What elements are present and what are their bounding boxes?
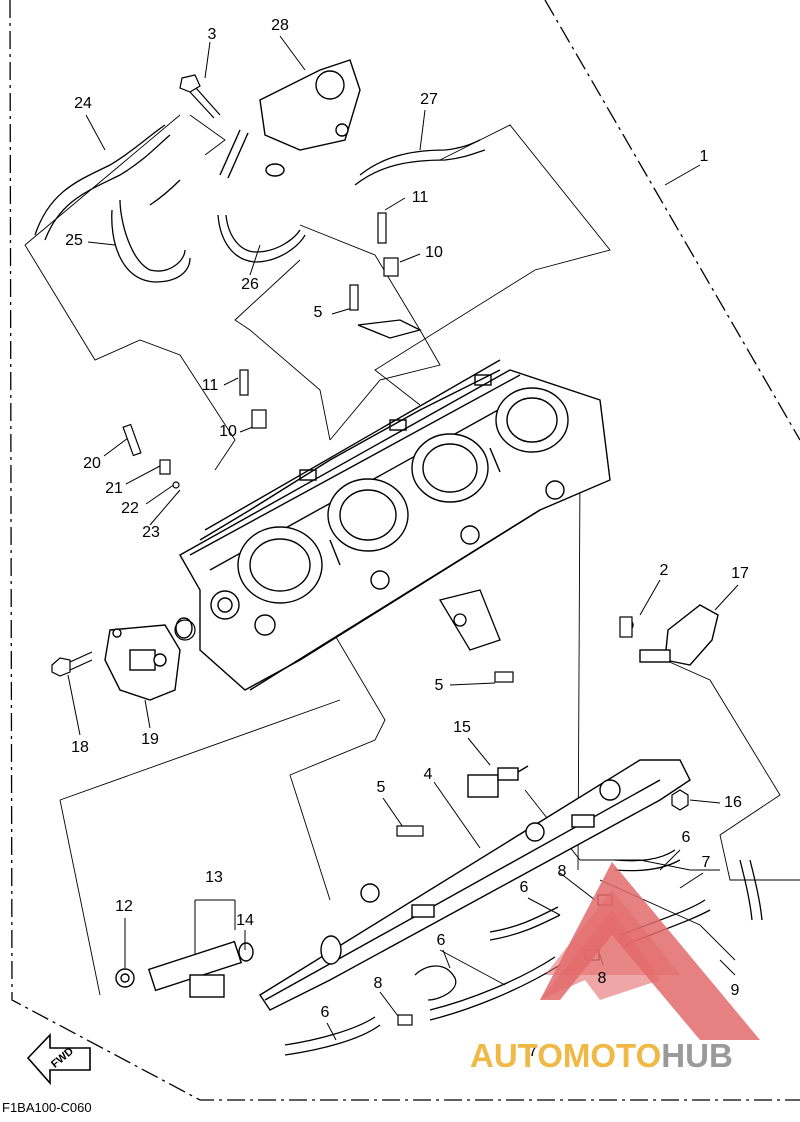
assembly-border — [9, 0, 800, 1101]
callout-8a: 8 — [557, 863, 567, 880]
fuel-rail — [259, 759, 691, 1011]
throttle-position-sensor — [104, 617, 193, 701]
screw-3 — [179, 74, 221, 119]
callout-6b: 6 — [519, 879, 529, 896]
callout-2: 2 — [659, 562, 669, 579]
callout-16: 16 — [724, 794, 742, 811]
callout-24: 24 — [74, 95, 92, 112]
callout-1: 1 — [699, 148, 709, 165]
callout-6d: 6 — [320, 1004, 330, 1021]
watermark-text-part1: AUTOMOTO — [470, 1037, 662, 1074]
callout-10a: 10 — [425, 244, 443, 261]
watermark-text-part2: HUB — [661, 1037, 733, 1074]
callout-14: 14 — [236, 912, 254, 929]
callout-12: 12 — [115, 898, 133, 915]
fwd-arrow-icon — [26, 1033, 91, 1086]
callout-20: 20 — [83, 455, 101, 472]
idle-control-valve — [219, 59, 361, 179]
callout-5c: 5 — [376, 779, 386, 796]
throttle-body-assembly — [179, 359, 611, 691]
callout-17: 17 — [731, 565, 749, 582]
callout-10b: 10 — [219, 423, 237, 440]
callout-27: 27 — [420, 91, 438, 108]
callout-21: 21 — [105, 480, 123, 497]
callout-5b: 5 — [434, 677, 444, 694]
callout-26: 26 — [241, 276, 259, 293]
screw-18 — [51, 651, 93, 677]
callout-8b: 8 — [597, 970, 607, 987]
diagram-code: F1BA100-C060 — [2, 1100, 92, 1115]
callout-11a: 11 — [411, 189, 429, 206]
callout-15: 15 — [453, 719, 471, 736]
callout-18: 18 — [71, 739, 89, 756]
callout-23: 23 — [142, 524, 160, 541]
callout-6a: 6 — [681, 829, 691, 846]
brackets — [357, 319, 501, 651]
callout-5a: 5 — [313, 304, 323, 321]
callout-4: 4 — [423, 766, 433, 783]
temp-sensor — [467, 765, 529, 798]
callout-3: 3 — [207, 26, 217, 43]
assembly-border-right — [544, 0, 800, 441]
callout-19: 19 — [141, 731, 159, 748]
callout-11b: 11 — [201, 377, 219, 394]
callout-6c: 6 — [436, 932, 446, 949]
callout-13: 13 — [205, 869, 223, 886]
callout-7a: 7 — [701, 854, 711, 871]
callout-7b: 7 — [528, 1043, 538, 1060]
watermark-logo-icon — [540, 862, 760, 1040]
callout-8c: 8 — [373, 975, 383, 992]
pressure-sensor — [622, 604, 719, 666]
watermark-text: AUTOMOTOHUB — [470, 1037, 733, 1075]
callout-28: 28 — [271, 17, 289, 34]
callout-25: 25 — [65, 232, 83, 249]
callout-22: 22 — [121, 500, 139, 517]
fuel-injector — [115, 940, 254, 998]
callout-9: 9 — [730, 982, 740, 999]
